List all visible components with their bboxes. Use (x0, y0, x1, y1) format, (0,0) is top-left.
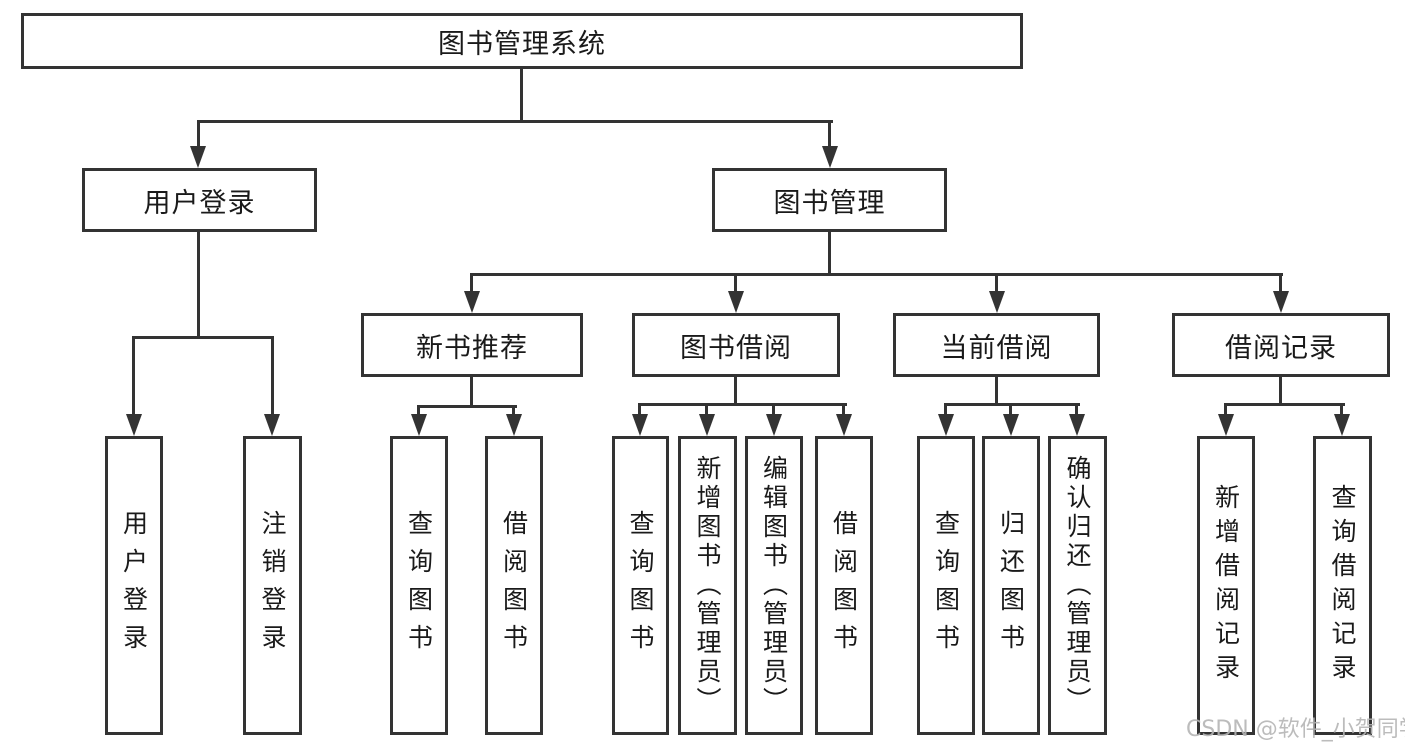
leaf-query-books-current-label: 查询图书 (931, 509, 961, 662)
leaf-query-books-recommend-label: 查询图书 (404, 509, 434, 662)
node-book-borrowing-label: 图书借阅 (680, 332, 792, 364)
arrow-down-icon (836, 414, 852, 436)
arrow-down-icon (1003, 414, 1019, 436)
leaf-query-borrow-record-box: 查询借阅记录 (1313, 436, 1372, 735)
leaf-add-books-admin-label: 新增图书（管理员） (693, 455, 722, 716)
node-book-borrowing-box: 图书借阅 (632, 313, 840, 377)
leaf-query-books-current-box: 查询图书 (917, 436, 975, 735)
node-user-login-box: 用户登录 (82, 168, 317, 232)
arrow-down-icon (464, 291, 480, 313)
connector-line (271, 339, 274, 415)
connector-line (470, 273, 1283, 276)
connector-line (828, 123, 831, 148)
connector-line (1224, 403, 1345, 406)
leaf-query-books-recommend-box: 查询图书 (390, 436, 448, 735)
leaf-borrow-books-borrow-label: 借阅图书 (829, 509, 859, 662)
connector-line (734, 377, 737, 406)
leaf-borrow-books-borrow-box: 借阅图书 (815, 436, 873, 735)
node-new-book-recommendation-label: 新书推荐 (416, 332, 528, 364)
connector-line (132, 339, 135, 415)
connector-line (828, 232, 831, 276)
leaf-edit-books-admin-box: 编辑图书（管理员） (745, 436, 803, 735)
arrow-down-icon (989, 291, 1005, 313)
connector-line (944, 403, 1080, 406)
connector-line (470, 377, 473, 408)
leaf-logout-label: 注销登录 (258, 509, 287, 662)
node-book-management-box: 图书管理 (712, 168, 947, 232)
connector-line (1279, 276, 1282, 293)
connector-line (1340, 406, 1343, 416)
connector-line (417, 408, 420, 416)
node-borrowing-records-label: 借阅记录 (1225, 332, 1337, 364)
leaf-user-login-label: 用户登录 (119, 509, 149, 662)
node-new-book-recommendation-box: 新书推荐 (361, 313, 583, 377)
connector-line (705, 406, 708, 416)
node-current-borrowing-label: 当前借阅 (940, 332, 1053, 364)
leaf-add-borrow-record-label: 新增借阅记录 (1211, 483, 1241, 688)
connector-line (842, 406, 845, 416)
connector-line (734, 276, 737, 293)
leaf-add-borrow-record-box: 新增借阅记录 (1197, 436, 1255, 735)
leaf-borrow-books-recommend-box: 借阅图书 (485, 436, 543, 735)
connector-line (638, 406, 641, 416)
root-node-box: 图书管理系统 (21, 13, 1023, 69)
arrow-down-icon (728, 291, 744, 313)
leaf-add-books-admin-box: 新增图书（管理员） (678, 436, 737, 735)
connector-line (772, 406, 775, 416)
arrow-down-icon (1218, 414, 1234, 436)
leaf-user-login-box: 用户登录 (105, 436, 163, 735)
node-user-login-label: 用户登录 (143, 187, 256, 219)
leaf-logout-box: 注销登录 (243, 436, 302, 735)
connector-line (1075, 406, 1078, 416)
arrow-down-icon (632, 414, 648, 436)
leaf-query-borrow-record-label: 查询借阅记录 (1328, 483, 1357, 688)
connector-line (995, 377, 998, 406)
connector-line (512, 408, 515, 416)
leaf-query-books-borrow-box: 查询图书 (612, 436, 669, 735)
leaf-confirm-return-admin-box: 确认归还（管理员） (1048, 436, 1107, 735)
arrow-down-icon (411, 414, 427, 436)
node-book-management-label: 图书管理 (773, 187, 886, 219)
connector-line (1279, 377, 1282, 406)
connector-line (197, 120, 833, 123)
connector-line (132, 336, 274, 339)
arrow-down-icon (822, 146, 838, 168)
connector-line (1224, 406, 1227, 416)
connector-line (944, 406, 947, 416)
leaf-edit-books-admin-label: 编辑图书（管理员） (759, 455, 789, 716)
connector-line (1009, 406, 1012, 416)
connector-line (197, 232, 200, 339)
connector-line (470, 276, 473, 293)
leaf-return-books-box: 归还图书 (982, 436, 1040, 735)
connector-line (417, 405, 517, 408)
node-current-borrowing-box: 当前借阅 (893, 313, 1100, 377)
arrow-down-icon (1273, 291, 1289, 313)
connector-line (995, 276, 998, 293)
leaf-return-books-label: 归还图书 (996, 509, 1026, 662)
arrow-down-icon (1069, 414, 1085, 436)
leaf-query-books-borrow-label: 查询图书 (626, 509, 655, 662)
node-borrowing-records-box: 借阅记录 (1172, 313, 1390, 377)
leaf-confirm-return-admin-label: 确认归还（管理员） (1063, 455, 1092, 716)
watermark: CSDN @软件_小贺同学 (1186, 717, 1405, 742)
arrow-down-icon (766, 414, 782, 436)
arrow-down-icon (264, 414, 280, 436)
leaf-borrow-books-recommend-label: 借阅图书 (499, 509, 529, 662)
arrow-down-icon (126, 414, 142, 436)
arrow-down-icon (699, 414, 715, 436)
arrow-down-icon (1334, 414, 1350, 436)
arrow-down-icon (506, 414, 522, 436)
connector-line (638, 403, 847, 406)
connector-line (197, 123, 200, 148)
root-node-label: 图书管理系统 (438, 28, 606, 60)
arrow-down-icon (938, 414, 954, 436)
connector-line (520, 66, 523, 123)
arrow-down-icon (190, 146, 206, 168)
